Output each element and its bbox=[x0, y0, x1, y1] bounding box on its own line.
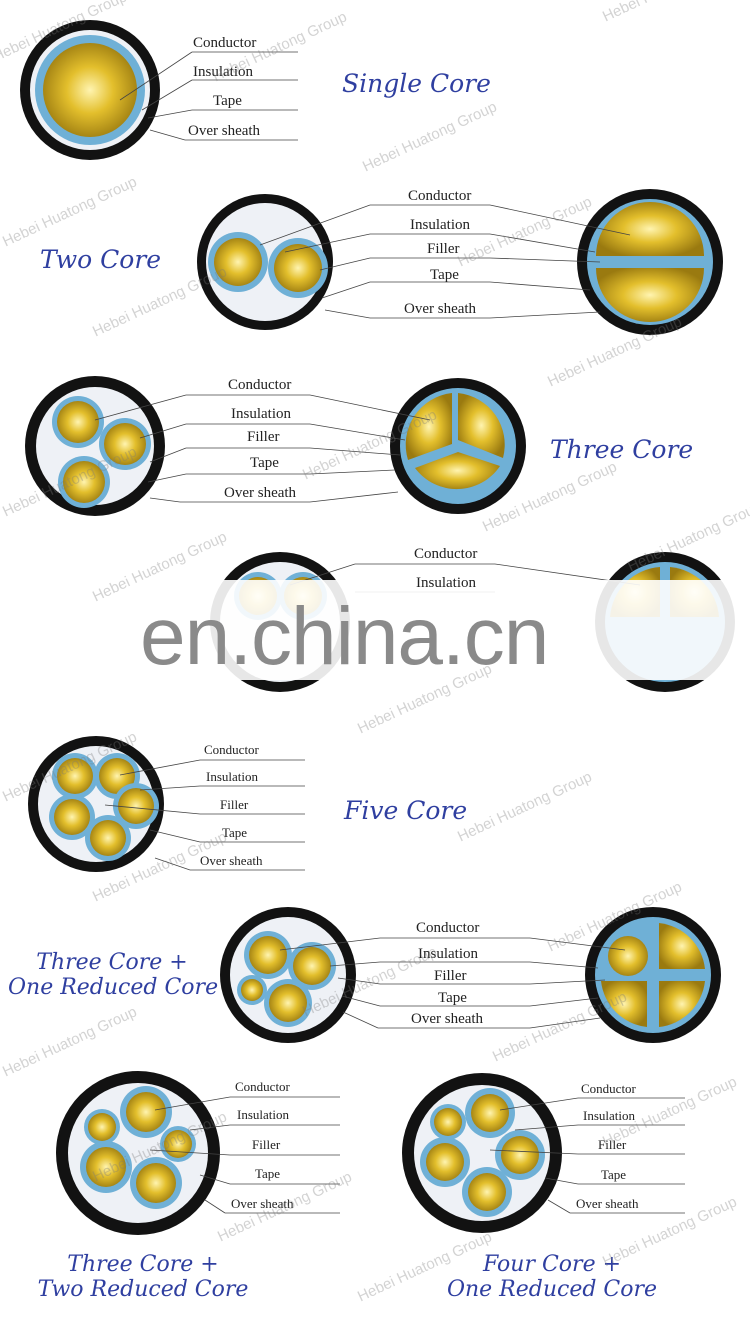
banner-text: en.china.cn bbox=[140, 591, 549, 682]
four-plus-one-title-line2: One Reduced Core bbox=[446, 1277, 658, 1303]
tpt-insulation-label: Insulation bbox=[237, 1107, 289, 1122]
three-core-cable-round bbox=[25, 376, 165, 516]
single-tape-label: Tape bbox=[213, 93, 242, 109]
three-plus-one-title-line2: One Reduced Core bbox=[8, 975, 219, 1001]
two-conductor-label: Conductor bbox=[408, 188, 472, 204]
three-over-sheath-label: Over sheath bbox=[224, 485, 297, 501]
tpo-over-sheath-label: Over sheath bbox=[411, 1011, 484, 1027]
three-plus-one-title: Three Core + One Reduced Core bbox=[8, 950, 219, 1001]
three-plus-two-title: Three Core + Two Reduced Core bbox=[36, 1252, 250, 1303]
single-conductor-label: Conductor bbox=[193, 35, 257, 51]
tpt-over-sheath-label: Over sheath bbox=[231, 1196, 294, 1211]
tpo-filler-label: Filler bbox=[434, 968, 467, 984]
banner-overlay bbox=[0, 580, 750, 680]
fpo-tape-label: Tape bbox=[601, 1167, 627, 1182]
three-plus-two-leader-lines bbox=[149, 1096, 340, 1214]
three-plus-two-title-line1: Three Core + bbox=[67, 1252, 219, 1277]
tpo-conductor-label: Conductor bbox=[416, 920, 480, 936]
four-plus-one-leader-lines bbox=[489, 1097, 685, 1214]
four-plus-one-cable bbox=[402, 1073, 562, 1233]
two-core-cable-sector bbox=[577, 189, 723, 335]
three-core-title: Three Core bbox=[550, 435, 694, 464]
three-plus-one-cable-round bbox=[220, 907, 356, 1043]
two-over-sheath-label: Over sheath bbox=[404, 301, 477, 317]
three-core-cable-sector bbox=[390, 378, 526, 514]
five-filler-label: Filler bbox=[220, 797, 249, 812]
tpt-filler-label: Filler bbox=[252, 1137, 281, 1152]
four-plus-one-title-line1: Four Core + bbox=[482, 1252, 622, 1277]
two-core-cable-round bbox=[197, 194, 333, 330]
two-filler-label: Filler bbox=[427, 241, 460, 257]
three-insulation-label: Insulation bbox=[231, 406, 291, 422]
five-over-sheath-label: Over sheath bbox=[200, 853, 263, 868]
fpo-filler-label: Filler bbox=[598, 1137, 627, 1152]
fpo-over-sheath-label: Over sheath bbox=[576, 1196, 639, 1211]
three-plus-two-cable bbox=[56, 1071, 220, 1235]
tpo-insulation-label: Insulation bbox=[418, 946, 478, 962]
five-core-title: Five Core bbox=[344, 796, 468, 825]
two-core-leader-lines bbox=[259, 204, 631, 319]
tpt-tape-label: Tape bbox=[255, 1166, 281, 1181]
three-plus-one-cable-sector bbox=[585, 907, 721, 1043]
three-plus-two-title-line2: Two Reduced Core bbox=[37, 1277, 249, 1303]
fpo-insulation-label: Insulation bbox=[583, 1108, 635, 1123]
two-tape-label: Tape bbox=[430, 267, 459, 283]
fpo-conductor-label: Conductor bbox=[581, 1081, 636, 1096]
single-over-sheath-label: Over sheath bbox=[188, 123, 261, 139]
five-conductor-label: Conductor bbox=[204, 742, 259, 757]
four-insulation-label: Insulation bbox=[416, 575, 476, 591]
two-insulation-label: Insulation bbox=[410, 217, 470, 233]
five-core-leader-lines bbox=[104, 759, 305, 871]
three-tape-label: Tape bbox=[250, 455, 279, 471]
four-plus-one-title: Four Core + One Reduced Core bbox=[446, 1252, 658, 1303]
single-core-title: Single Core bbox=[342, 69, 491, 98]
tpt-conductor-label: Conductor bbox=[235, 1079, 290, 1094]
three-core-leader-lines bbox=[94, 394, 431, 503]
single-core-leader-lines bbox=[119, 51, 298, 141]
tpo-tape-label: Tape bbox=[438, 990, 467, 1006]
single-insulation-label: Insulation bbox=[193, 64, 253, 80]
three-conductor-label: Conductor bbox=[228, 377, 292, 393]
three-filler-label: Filler bbox=[247, 429, 280, 445]
single-core-cable bbox=[20, 20, 160, 160]
four-conductor-label: Conductor bbox=[414, 546, 478, 562]
three-plus-one-leader-lines bbox=[279, 937, 626, 1029]
five-core-cable bbox=[28, 736, 164, 872]
five-tape-label: Tape bbox=[222, 825, 248, 840]
two-core-title: Two Core bbox=[40, 245, 162, 274]
three-plus-one-title-line1: Three Core + bbox=[36, 950, 188, 975]
five-insulation-label: Insulation bbox=[206, 769, 258, 784]
